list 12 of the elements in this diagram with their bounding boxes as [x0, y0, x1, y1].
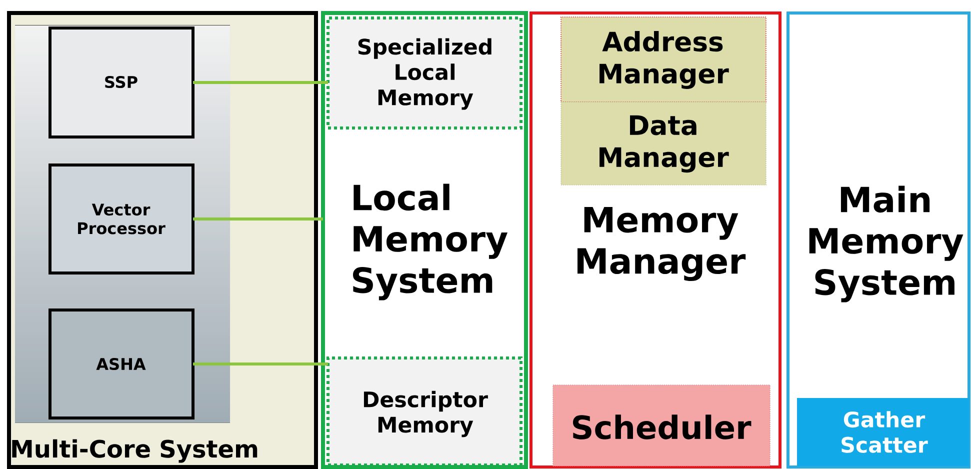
memory-box: Descriptor Memory: [326, 356, 522, 466]
manager-box: Data Manager: [560, 102, 766, 186]
connector-line: [193, 362, 328, 366]
connector-line: [193, 81, 328, 84]
core-box: SSP: [48, 26, 194, 138]
core-box: ASHA: [48, 308, 194, 420]
connector-line: [193, 218, 323, 220]
core-box: Vector Processor: [48, 164, 194, 274]
manager-box: Address Manager: [560, 16, 766, 102]
gather-scatter-box: Gather Scatter: [797, 398, 969, 466]
scheduler-box: Scheduler: [552, 384, 770, 466]
memory-box: Specialized Local Memory: [326, 16, 522, 130]
